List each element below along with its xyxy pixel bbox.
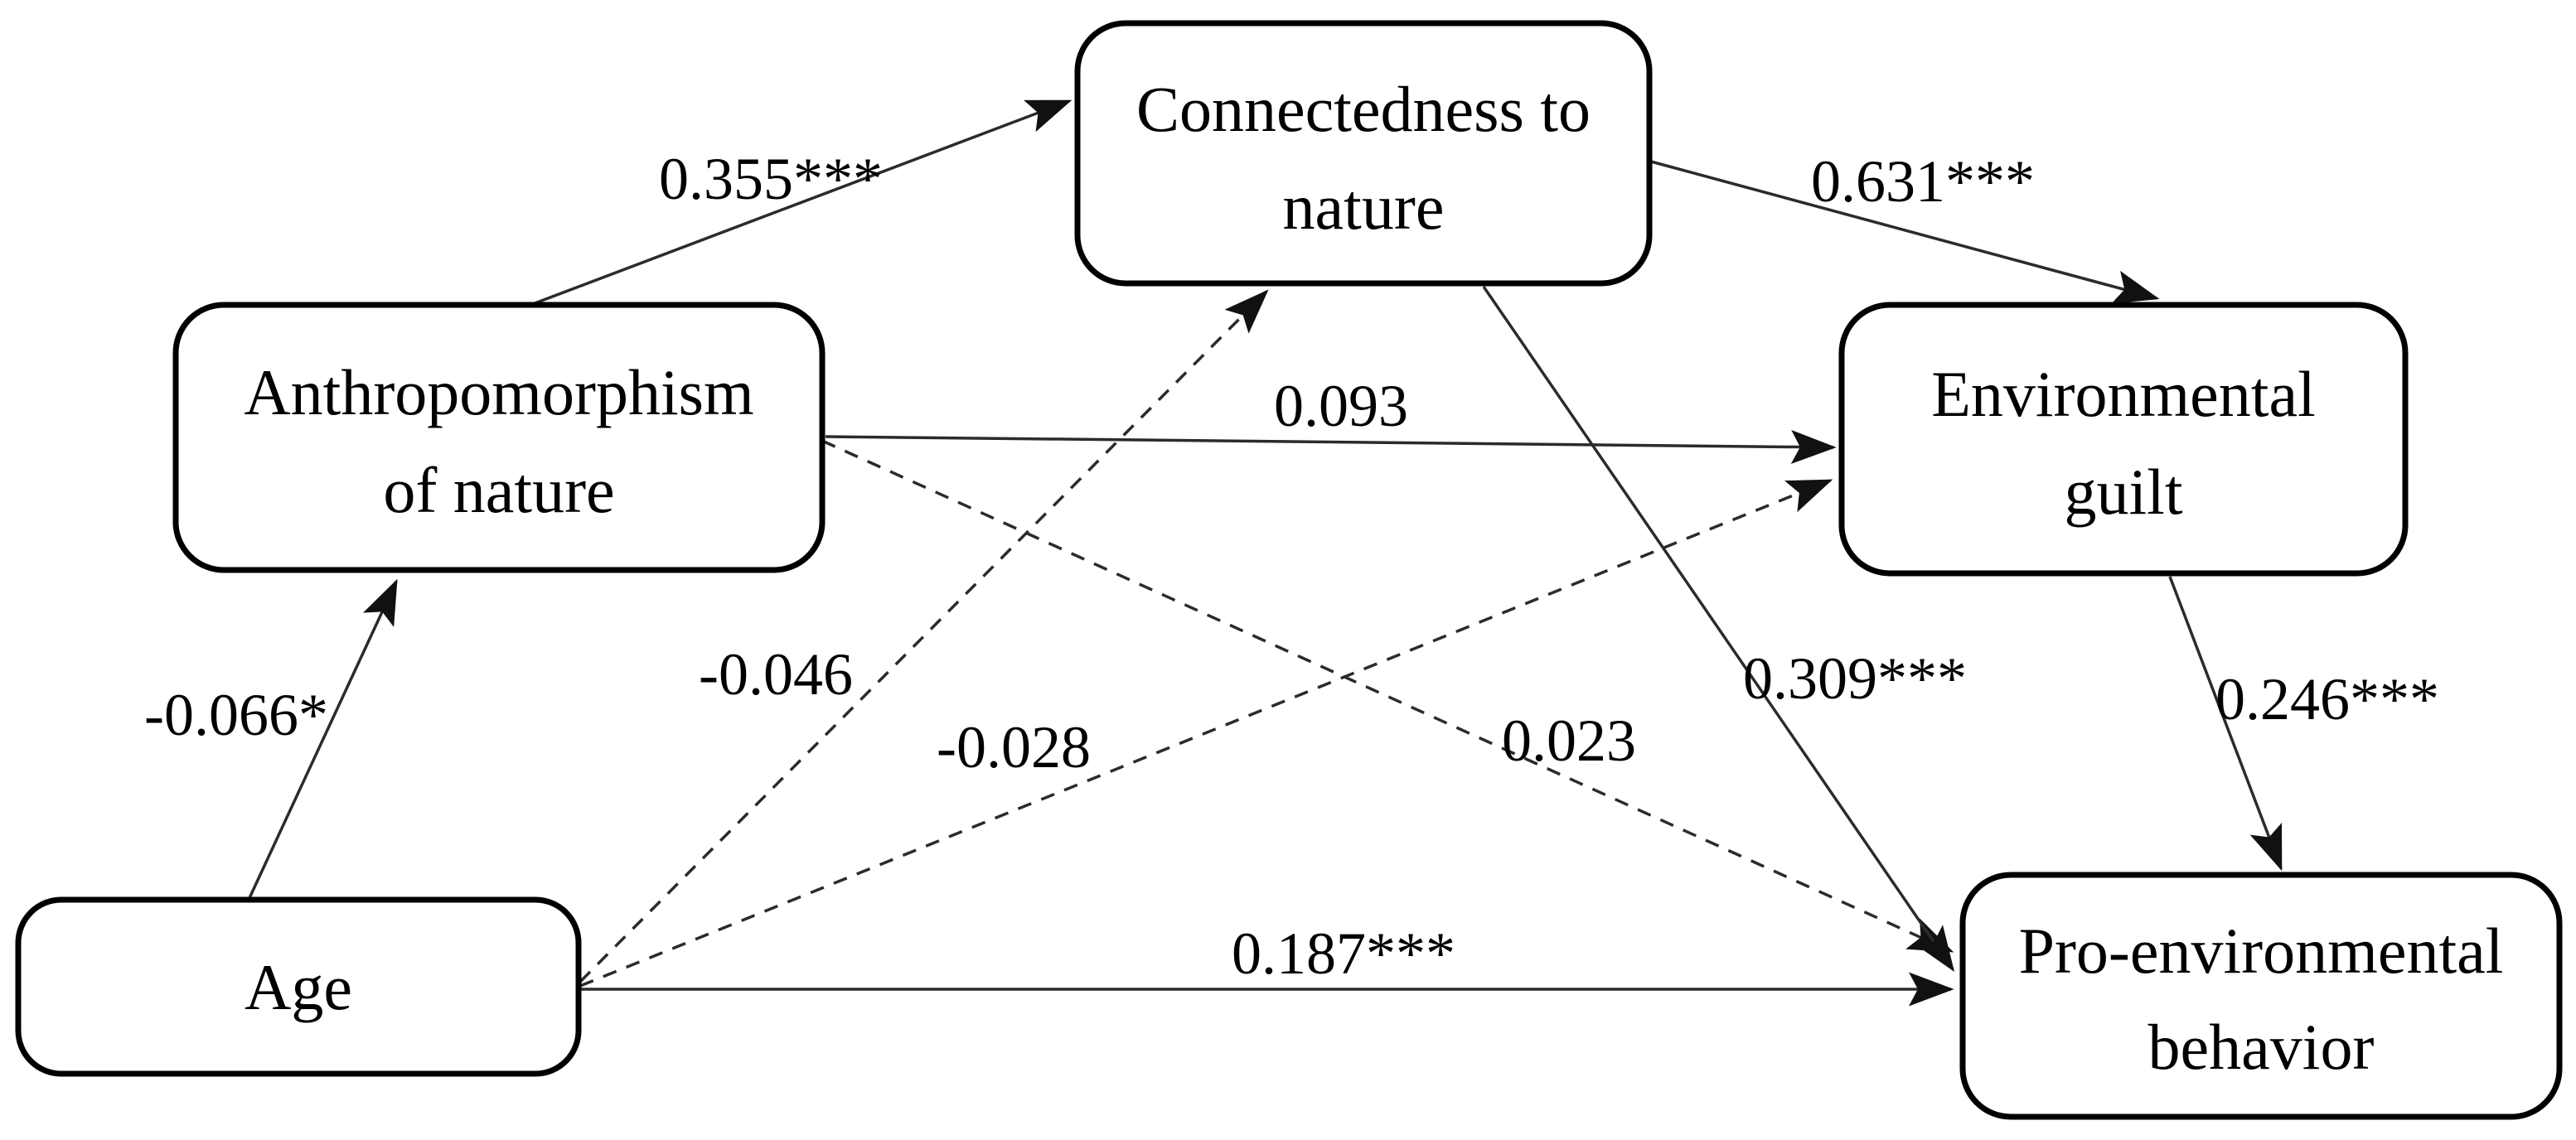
node-guilt: Environmental guilt (1838, 302, 2409, 577)
edge-age-anthropomorphism (247, 578, 398, 901)
edge-connectedness-proenv (1482, 286, 1955, 973)
node-age-box (15, 896, 582, 1077)
node-age: Age (15, 896, 582, 1077)
node-proenv-label-line2: behavior (2148, 1011, 2375, 1083)
node-anthropomorphism-label-line1: Anthropomorphism (244, 356, 753, 428)
node-proenv: Pro-environmental behavior (1959, 872, 2563, 1120)
node-guilt-label-line1: Environmental (1931, 358, 2316, 430)
edge-age-guilt (579, 479, 1833, 988)
edges (247, 99, 2283, 1007)
edge-label-connectedness-guilt: 0.631*** (1811, 148, 2035, 215)
node-age-label-line1: Age (245, 951, 352, 1023)
node-proenv-box (1959, 872, 2563, 1120)
edge-guilt-proenv (2168, 576, 2283, 872)
node-anthropomorphism: Anthropomorphism of nature (172, 302, 826, 573)
edge-label-age-guilt: -0.028 (937, 714, 1091, 780)
node-guilt-label-line2: guilt (2064, 456, 2182, 528)
edge-label-guilt-proenv: 0.246*** (2215, 666, 2439, 732)
node-proenv-label-line1: Pro-environmental (2019, 915, 2504, 987)
node-connectedness: Connectedness to nature (1074, 20, 1653, 287)
edge-anthropomorphism-connectedness (530, 99, 1073, 307)
edge-anthropomorphism-proenv (821, 439, 1954, 953)
node-connectedness-label-line1: Connectedness to (1136, 73, 1591, 145)
edge-anthropomorphism-guilt (825, 429, 1837, 464)
edge-label-anthropomorphism-guilt: 0.093 (1274, 373, 1408, 439)
edge-age-connectedness (579, 289, 1269, 983)
node-connectedness-label-line2: nature (1283, 171, 1445, 243)
edge-label-connectedness-proenv: 0.309*** (1743, 645, 1967, 712)
edge-label-anthropomorphism-proenv: 0.023 (1502, 708, 1636, 774)
node-anthropomorphism-box (172, 302, 826, 573)
edge-label-age-anthropomorphism: -0.066* (144, 682, 328, 748)
node-guilt-box (1838, 302, 2409, 577)
edge-label-age-connectedness: -0.046 (699, 641, 853, 708)
node-connectedness-box (1074, 20, 1653, 287)
node-anthropomorphism-label-line2: of nature (383, 454, 614, 526)
nodes: Connectedness to nature Anthropomorphism… (15, 20, 2563, 1120)
edge-labels: -0.066* 0.355*** 0.631*** 0.093 -0.046 -… (144, 146, 2439, 987)
edge-connectedness-guilt (1650, 160, 2160, 304)
edge-label-age-proenv: 0.187*** (1232, 920, 1455, 987)
edge-label-anthropomorphism-connectedness: 0.355*** (659, 146, 883, 212)
